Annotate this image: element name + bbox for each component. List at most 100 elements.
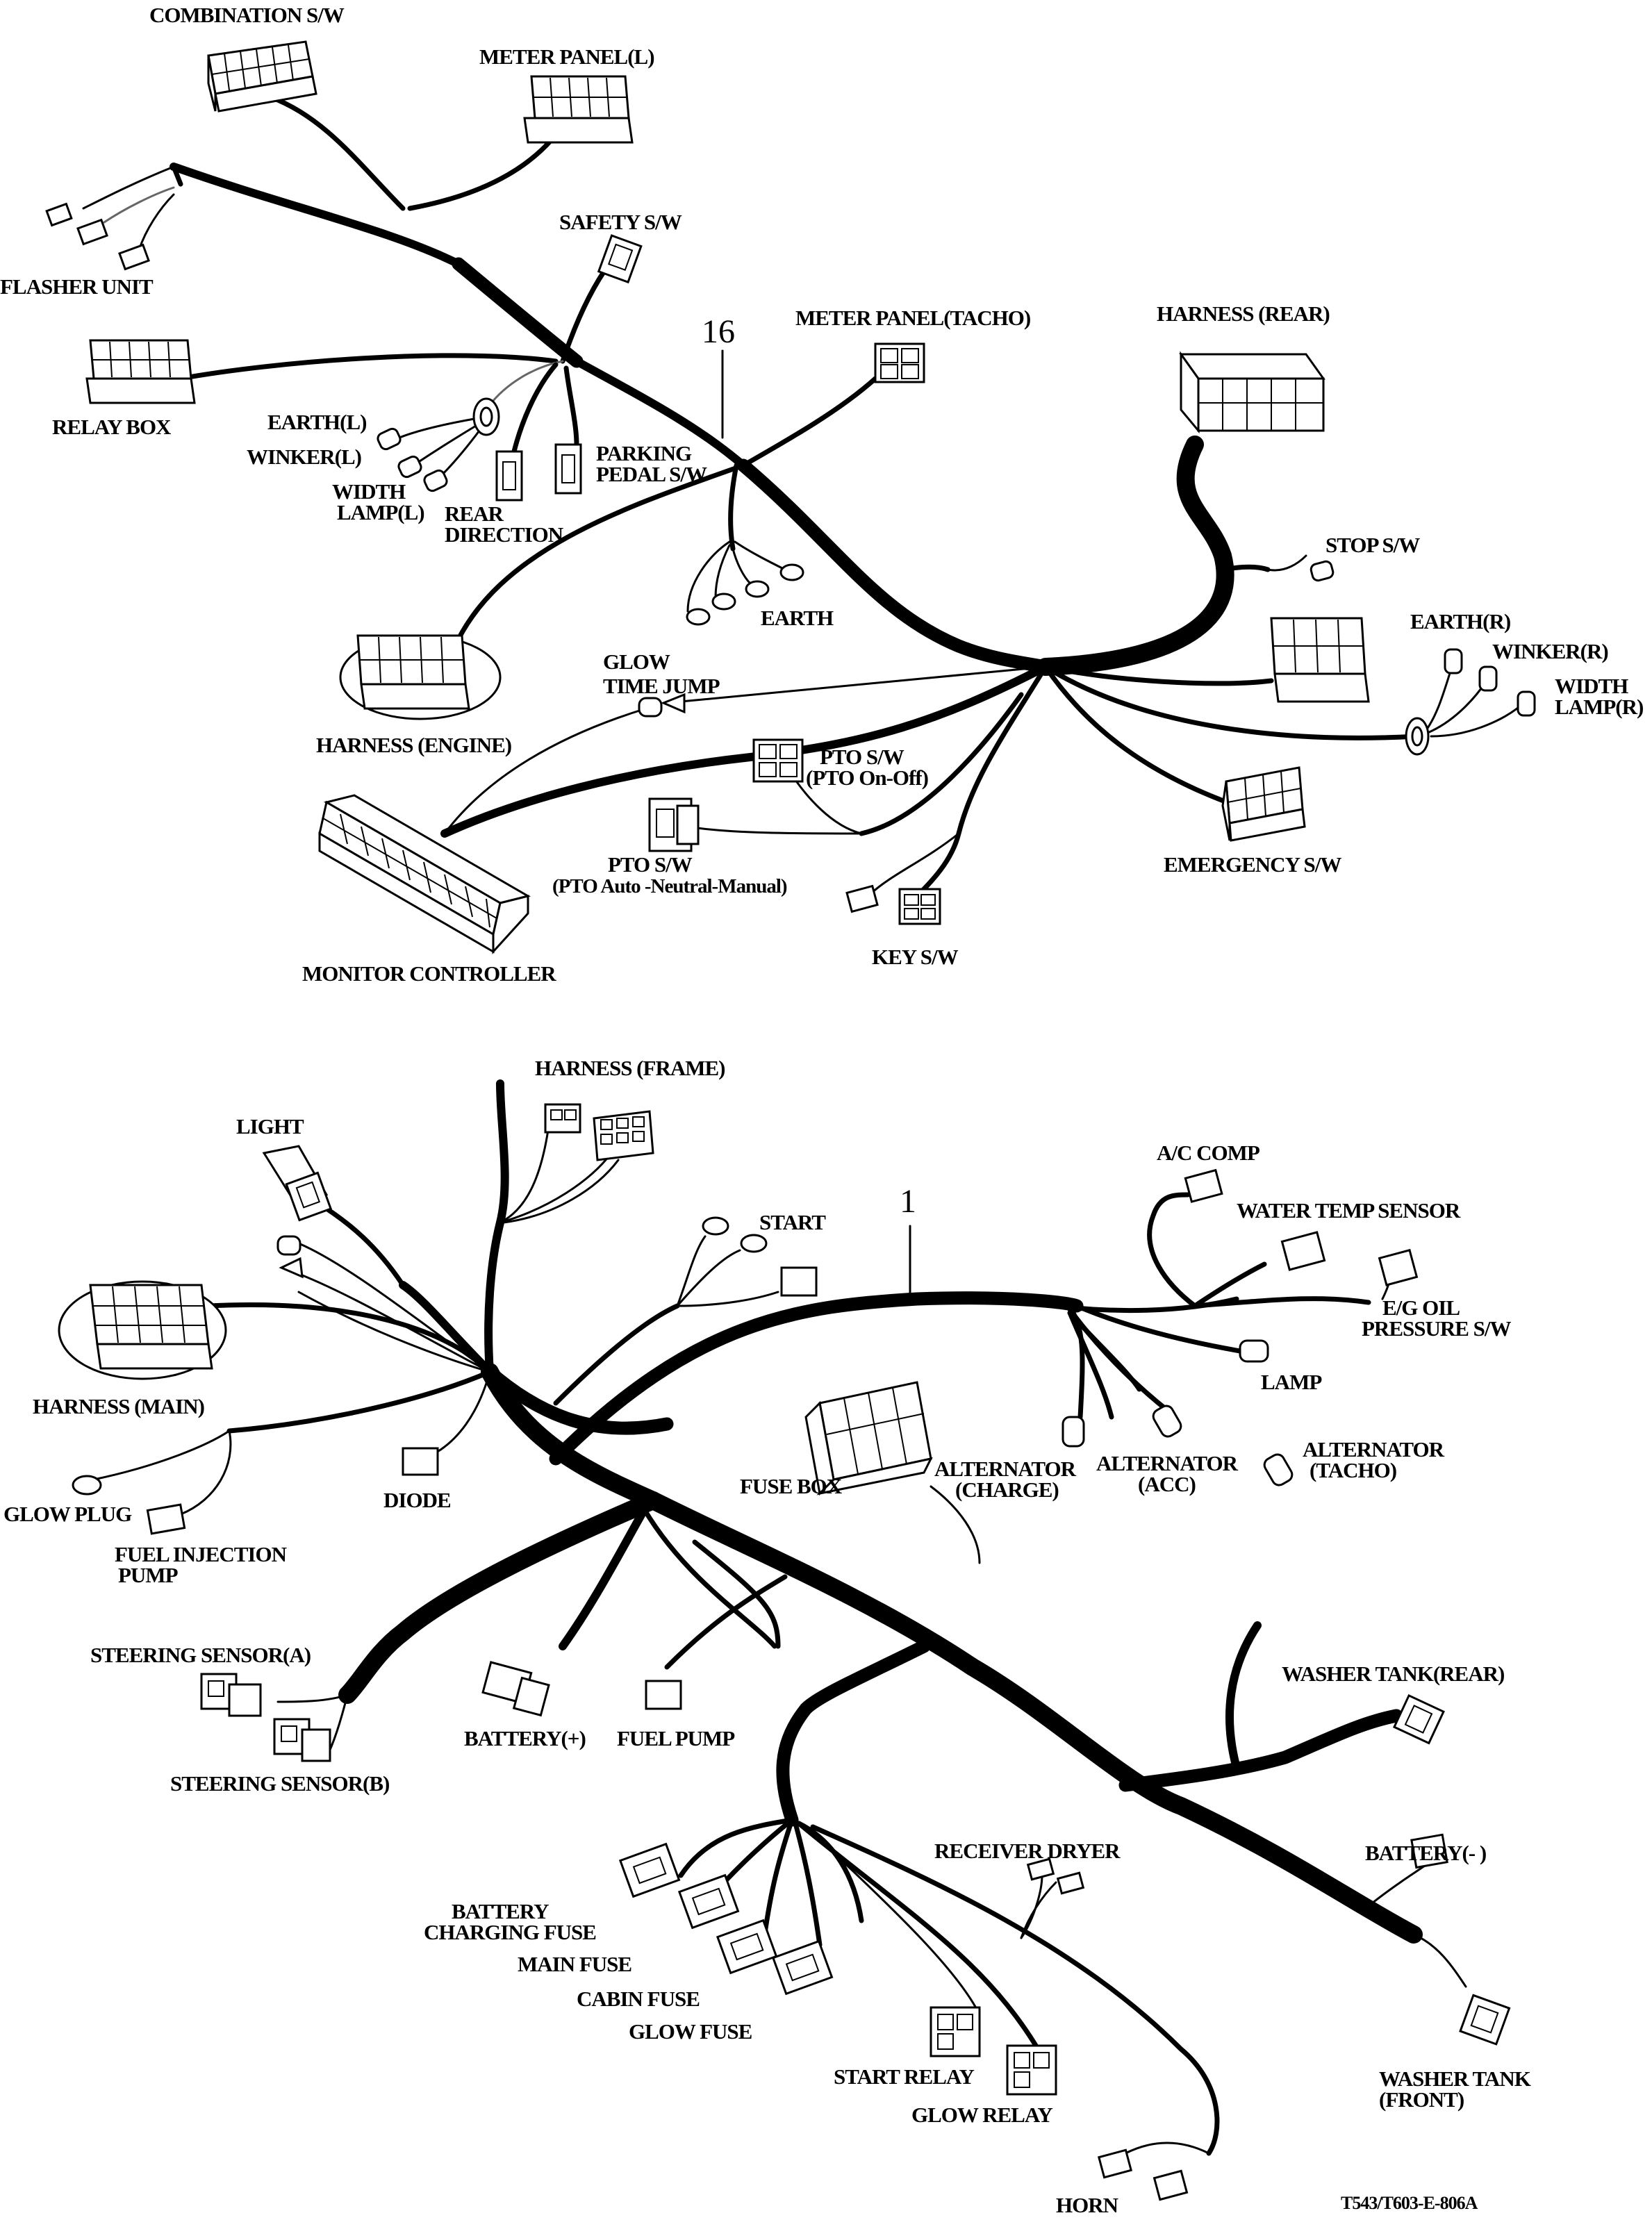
harness-right-connector [1270, 617, 1370, 703]
label-parking-pedal-line2: PEDAL S/W [596, 462, 707, 486]
label-pto-sw-auto-line1: PTO S/W [608, 852, 693, 877]
upper-connectors [45, 40, 1536, 954]
label-pto-sw-line2: (PTO On-Off) [806, 765, 928, 790]
harness-main-connector [58, 1280, 227, 1380]
pto-sw-on-off-connector [752, 738, 804, 783]
parking-pedal-sw-connector [554, 443, 582, 495]
label-battery-charging-fuse-line2: CHARGING FUSE [424, 1920, 596, 1944]
glow-fuse-connector [771, 1939, 834, 1996]
glow-time-jump-plug [638, 693, 686, 718]
label-monitor-controller: MONITOR CONTROLLER [302, 961, 556, 986]
label-width-lamp-l-line1: WIDTH [332, 479, 406, 504]
label-ac-comp: A/C COMP [1157, 1141, 1260, 1165]
label-alternator-tacho-line2: (TACHO) [1310, 1458, 1396, 1482]
harness-rear-connector [1179, 351, 1325, 434]
label-alternator-charge-line1: ALTERNATOR [934, 1457, 1077, 1481]
figure-code: T543/T603-E-806A [1341, 2193, 1478, 2213]
fuel-pump-connector [645, 1680, 682, 1710]
winker-l-plug [377, 427, 402, 451]
label-eg-oil-line1: E/G OIL [1382, 1295, 1460, 1320]
label-harness-engine: HARNESS (ENGINE) [316, 733, 511, 757]
label-alternator-charge-line2: (CHARGE) [955, 1477, 1059, 1502]
label-alternator-acc-line1: ALTERNATOR [1096, 1451, 1239, 1475]
label-main-fuse: MAIN FUSE [518, 1952, 631, 1976]
label-stop-sw: STOP S/W [1325, 533, 1420, 557]
monitor-controller-connector [318, 794, 531, 954]
fuse-box-connector [804, 1381, 933, 1496]
label-emergency-sw: EMERGENCY S/W [1164, 852, 1341, 877]
washer-tank-rear-connector [1392, 1693, 1445, 1745]
rear-direction-connector [495, 450, 523, 502]
label-fuel-pump: FUEL PUMP [617, 1726, 735, 1750]
label-pto-sw-auto-line2: (PTO Auto -Neutral-Manual) [552, 875, 787, 897]
label-earth-r: EARTH(R) [1410, 609, 1510, 633]
label-receiver-dryer: RECEIVER DRYER [934, 1839, 1121, 1863]
emergency-sw-connector [1221, 766, 1306, 842]
label-key-sw: KEY S/W [872, 945, 959, 969]
stop-sw-plug [1310, 560, 1335, 582]
steering-sensor-a-connector [200, 1673, 262, 1717]
label-battery-charging-fuse-line1: BATTERY [452, 1899, 549, 1923]
label-winker-r: WINKER(R) [1492, 639, 1608, 663]
glow-plug-terminal [72, 1475, 102, 1496]
battery-minus-connector [1410, 1833, 1448, 1869]
label-combination-sw: COMBINATION S/W [149, 3, 345, 27]
harness-frame-connectors [544, 1103, 654, 1161]
main-fuse-connector [677, 1873, 740, 1930]
label-cabin-fuse: CABIN FUSE [577, 1987, 700, 2011]
combination-sw-connector [207, 40, 317, 113]
label-alternator-acc-line2: (ACC) [1138, 1472, 1196, 1496]
label-glow-fuse: GLOW FUSE [629, 2019, 752, 2044]
earth-terminals [686, 563, 804, 626]
label-parking-pedal-line1: PARKING [596, 441, 692, 465]
start-relay-connector [930, 2006, 981, 2057]
battery-plus-connector [481, 1661, 550, 1717]
flasher-unit-connectors [45, 202, 150, 271]
small-plug-connectors [276, 1235, 304, 1279]
part-number-1: 1 [900, 1183, 916, 1220]
label-meter-panel-tacho: METER PANEL(TACHO) [795, 306, 1030, 330]
label-pto-sw-line1: PTO S/W [820, 745, 905, 769]
label-start-relay: START RELAY [834, 2064, 974, 2089]
earth-r-grommet [1405, 717, 1430, 756]
label-start: START [759, 1210, 826, 1234]
pto-sw-auto-connector [648, 797, 700, 852]
label-alternator-tacho-line1: ALTERNATOR [1303, 1437, 1445, 1461]
diode-connector [402, 1447, 439, 1476]
label-glow-relay: GLOW RELAY [911, 2103, 1052, 2127]
label-light: LIGHT [236, 1114, 304, 1138]
label-width-lamp-r-line2: LAMP(R) [1555, 695, 1643, 719]
start-terminals [702, 1216, 818, 1297]
label-width-lamp-r-line1: WIDTH [1555, 674, 1628, 698]
relay-box-connector [85, 339, 196, 404]
label-glow-time-jump-line2: TIME JUMP [603, 674, 720, 698]
meter-panel-l-connector [523, 75, 634, 144]
label-washer-tank-rear: WASHER TANK(REAR) [1282, 1662, 1504, 1686]
label-fuse-box: FUSE BOX [740, 1474, 843, 1498]
width-lamp-l-plug [397, 455, 448, 492]
width-lamp-r-plug [1478, 665, 1536, 717]
label-harness-main: HARNESS (MAIN) [33, 1394, 204, 1418]
washer-tank-front-connector [1459, 1994, 1511, 2046]
upper-labels: 16 COMBINATION S/W METER PANEL(L) FLASHE… [0, 3, 1644, 986]
label-eg-oil-line2: PRESSURE S/W [1362, 1316, 1512, 1341]
label-lamp: LAMP [1261, 1370, 1322, 1394]
water-temp-sensor-connector [1280, 1231, 1326, 1271]
light-connector [262, 1145, 333, 1222]
label-battery-minus: BATTERY(- ) [1365, 1841, 1486, 1865]
label-washer-tank-front-line2: (FRONT) [1379, 2087, 1464, 2112]
label-relay-box: RELAY BOX [52, 415, 172, 439]
upper-harness [82, 94, 1523, 899]
glow-relay-connector [1006, 2044, 1057, 2096]
label-fuel-injection-line2: PUMP [118, 1563, 179, 1587]
harness-engine-connector [339, 634, 502, 720]
horn-connectors [1097, 2148, 1189, 2201]
eg-oil-pressure-connector [1378, 1248, 1419, 1286]
label-glow-plug: GLOW PLUG [3, 1502, 132, 1526]
cabin-fuse-connector [716, 1919, 778, 1975]
lower-connectors [58, 1103, 1511, 2201]
alternator-plugs [1062, 1405, 1294, 1486]
label-earth: EARTH [761, 606, 834, 630]
label-fuel-injection-line1: FUEL INJECTION [115, 1542, 287, 1566]
